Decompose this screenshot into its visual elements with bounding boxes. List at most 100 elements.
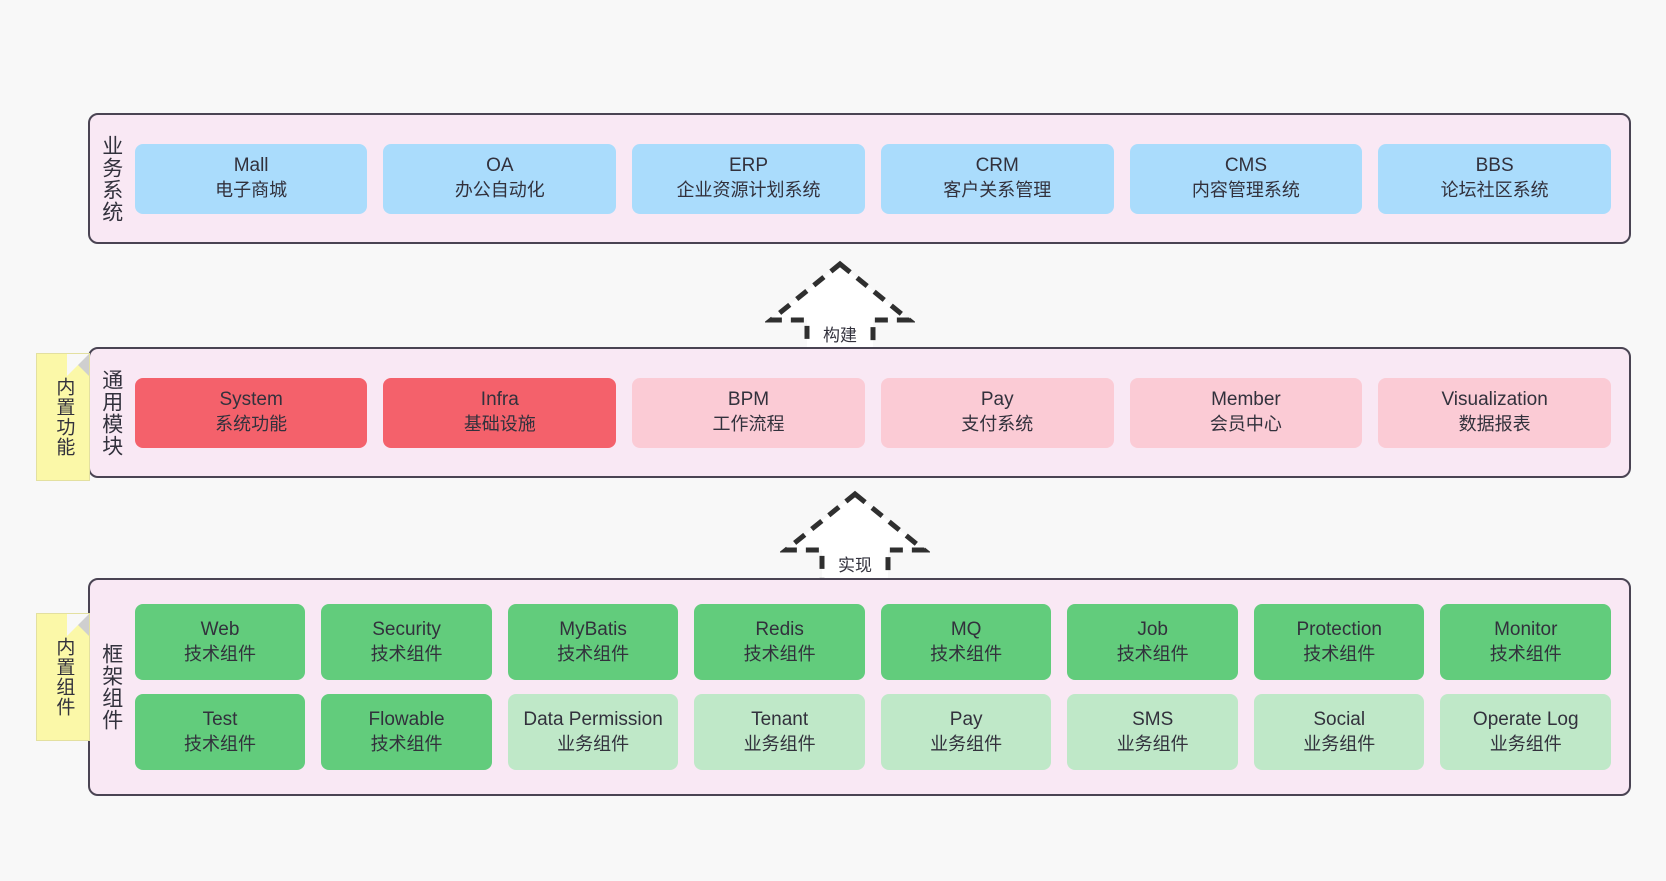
card-subtitle: 会员中心 [1209,414,1282,435]
card-member[interactable]: Member 会员中心 [1129,377,1363,448]
card-title: CMS [1224,155,1268,177]
card-system[interactable]: System 系统功能 [134,377,368,448]
card-subtitle: 业务组件 [743,733,816,754]
sticky-note-built-in-function: 内置功能 [36,353,90,481]
sticky-note-label: 内置功能 [53,377,75,457]
card-subtitle: 工作流程 [712,414,785,435]
card-visualization[interactable]: Visualization 数据报表 [1378,377,1611,448]
card-title: Test [202,708,238,730]
card-subtitle: 技术组件 [743,643,816,664]
card-mq[interactable]: MQ 技术组件 [880,604,1052,680]
card-redis[interactable]: Redis 技术组件 [694,604,865,680]
card-subtitle: 技术组件 [370,733,443,754]
card-title: Visualization [1441,389,1548,411]
arrow-build: 构建 [765,258,915,358]
card-title: Member [1211,389,1281,411]
card-subtitle: 业务组件 [930,733,1003,754]
card-title: BBS [1475,155,1514,177]
layer-framework-component: 框架组件 Web 技术组件 Security 技术组件 MyBatis 技术组件… [88,578,1631,796]
layer-business-system: 业务系统 Mall 电子商城 OA 办公自动化 ERP 企业资源计划系统 CRM… [88,113,1631,244]
card-title: Job [1137,618,1168,640]
card-erp[interactable]: ERP 企业资源计划系统 [632,143,865,214]
card-web[interactable]: Web 技术组件 [134,604,306,680]
card-title: Web [200,618,240,640]
card-title: MQ [950,618,982,640]
arrow-implement: 实现 [780,488,930,588]
card-title: System [219,389,283,411]
card-subtitle: 内容管理系统 [1191,180,1300,201]
card-subtitle: 基础设施 [463,414,536,435]
card-subtitle: 数据报表 [1458,414,1531,435]
layer-title-business-system: 业务系统 [99,134,123,223]
card-row: Web 技术组件 Security 技术组件 MyBatis 技术组件 Redi… [134,604,1612,680]
card-tenant[interactable]: Tenant 业务组件 [694,694,865,770]
card-title: Pay [980,389,1014,411]
card-bbs[interactable]: BBS 论坛社区系统 [1378,143,1611,214]
arrow-implement-label: 实现 [838,556,872,575]
card-cms[interactable]: CMS 内容管理系统 [1129,143,1363,214]
card-operate-log[interactable]: Operate Log 业务组件 [1440,694,1612,770]
card-data-permission[interactable]: Data Permission 业务组件 [507,694,679,770]
layer-body-business-system: Mall 电子商城 OA 办公自动化 ERP 企业资源计划系统 CRM 客户关系… [129,115,1629,242]
card-security[interactable]: Security 技术组件 [321,604,492,680]
card-subtitle: 技术组件 [557,643,630,664]
card-title: Operate Log [1472,708,1579,730]
card-subtitle: 办公自动化 [454,180,545,201]
card-title: Flowable [368,708,445,730]
card-subtitle: 客户关系管理 [943,180,1052,201]
card-infra[interactable]: Infra 基础设施 [383,377,617,448]
sticky-note-label: 内置组件 [53,637,75,717]
card-subtitle: 系统功能 [215,414,288,435]
arrow-build-label: 构建 [823,326,857,345]
card-subtitle: 技术组件 [370,643,443,664]
card-subtitle: 技术组件 [1116,643,1189,664]
card-subtitle: 技术组件 [184,643,257,664]
card-title: Social [1313,708,1366,730]
page-fold-icon [67,614,89,636]
card-subtitle: 支付系统 [961,414,1034,435]
card-title: OA [486,155,514,177]
card-title: Monitor [1494,618,1558,640]
layer-common-module: 通用模块 System 系统功能 Infra 基础设施 BPM 工作流程 Pay… [88,347,1631,478]
card-sms[interactable]: SMS 业务组件 [1067,694,1238,770]
card-social[interactable]: Social 业务组件 [1253,694,1425,770]
card-title: MyBatis [559,618,627,640]
card-test[interactable]: Test 技术组件 [134,694,306,770]
card-title: Redis [755,618,804,640]
card-title: SMS [1132,708,1174,730]
card-row: Mall 电子商城 OA 办公自动化 ERP 企业资源计划系统 CRM 客户关系… [134,143,1611,214]
card-mall[interactable]: Mall 电子商城 [134,143,368,214]
card-subtitle: 电子商城 [215,180,288,201]
layer-body-framework-component: Web 技术组件 Security 技术组件 MyBatis 技术组件 Redi… [129,580,1629,794]
layer-title-framework-component: 框架组件 [99,643,123,731]
card-pay-business[interactable]: Pay 业务组件 [880,694,1052,770]
card-mybatis[interactable]: MyBatis 技术组件 [507,604,679,680]
card-row: Test 技术组件 Flowable 技术组件 Data Permission … [134,694,1612,770]
card-job[interactable]: Job 技术组件 [1067,604,1238,680]
layer-title-common-module: 通用模块 [99,368,123,457]
card-subtitle: 技术组件 [184,733,257,754]
card-bpm[interactable]: BPM 工作流程 [632,377,865,448]
card-subtitle: 业务组件 [1303,733,1376,754]
card-flowable[interactable]: Flowable 技术组件 [321,694,492,770]
card-title: Infra [480,389,519,411]
card-title: Tenant [751,708,809,730]
card-subtitle: 业务组件 [1489,733,1562,754]
card-monitor[interactable]: Monitor 技术组件 [1440,604,1612,680]
card-title: Protection [1296,618,1382,640]
card-row: System 系统功能 Infra 基础设施 BPM 工作流程 Pay 支付系统… [134,377,1611,448]
card-protection[interactable]: Protection 技术组件 [1253,604,1425,680]
card-subtitle: 企业资源计划系统 [676,180,821,201]
card-title: CRM [975,155,1019,177]
card-oa[interactable]: OA 办公自动化 [383,143,617,214]
layer-body-common-module: System 系统功能 Infra 基础设施 BPM 工作流程 Pay 支付系统… [129,349,1629,476]
sticky-note-built-in-component: 内置组件 [36,613,90,741]
card-crm[interactable]: CRM 客户关系管理 [880,143,1114,214]
card-pay[interactable]: Pay 支付系统 [880,377,1114,448]
page-fold-icon [67,354,89,376]
card-subtitle: 业务组件 [1116,733,1189,754]
card-title: ERP [728,155,769,177]
card-subtitle: 业务组件 [557,733,630,754]
card-title: Mall [233,155,269,177]
